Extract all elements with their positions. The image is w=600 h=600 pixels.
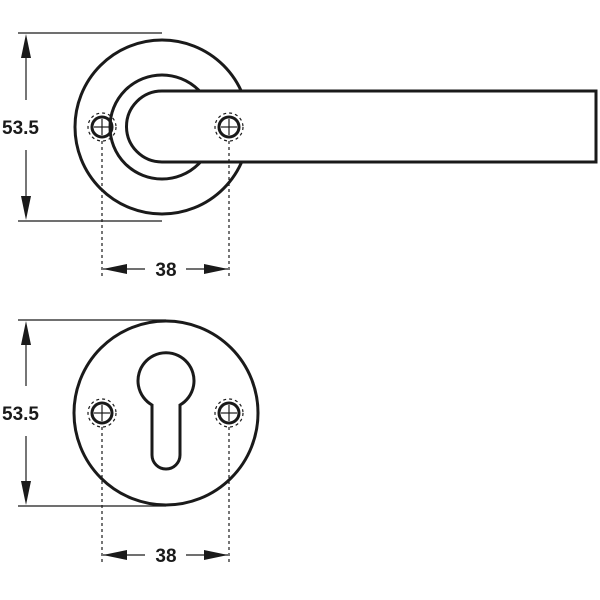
screw-head-outline xyxy=(90,115,114,139)
keyhole-profile xyxy=(136,351,196,471)
escutcheon-outline xyxy=(72,319,260,507)
lever-arm xyxy=(125,89,598,164)
arrow-right xyxy=(204,264,228,274)
escutcheon-screw-left xyxy=(87,398,117,428)
screw-hole-outline xyxy=(214,398,244,428)
escutcheon-diameter-dimension: 53.5 xyxy=(2,319,166,507)
arrow-left xyxy=(103,550,127,560)
screw-head-outline xyxy=(217,401,241,425)
escutcheon-screw-right xyxy=(214,398,244,428)
lever-diameter-label: 53.5 xyxy=(2,118,39,139)
arrow-left xyxy=(103,264,127,274)
lever-handle-view: 53.5 38 xyxy=(2,32,598,281)
lever-spacing-dimension: 38 xyxy=(103,260,228,281)
lever-spacing-label: 38 xyxy=(155,260,176,281)
lever-diameter-dimension: 53.5 xyxy=(2,32,162,222)
lever-screw-left xyxy=(87,112,117,142)
screw-hole-outline xyxy=(87,112,117,142)
arrow-up xyxy=(21,321,31,345)
arrow-right xyxy=(204,550,228,560)
escutcheon-diameter-label: 53.5 xyxy=(2,404,39,425)
arrow-up xyxy=(21,34,31,58)
escutcheon-spacing-dimension: 38 xyxy=(103,546,228,567)
screw-head-outline xyxy=(217,115,241,139)
escutcheon-view: 53.5 38 xyxy=(2,319,260,567)
arrow-down xyxy=(21,196,31,220)
screw-hole-outline xyxy=(87,398,117,428)
lever-screw-right xyxy=(214,112,244,142)
arrow-down xyxy=(21,481,31,505)
screw-hole-outline xyxy=(214,112,244,142)
escutcheon-spacing-label: 38 xyxy=(155,546,176,567)
screw-head-outline xyxy=(90,401,114,425)
